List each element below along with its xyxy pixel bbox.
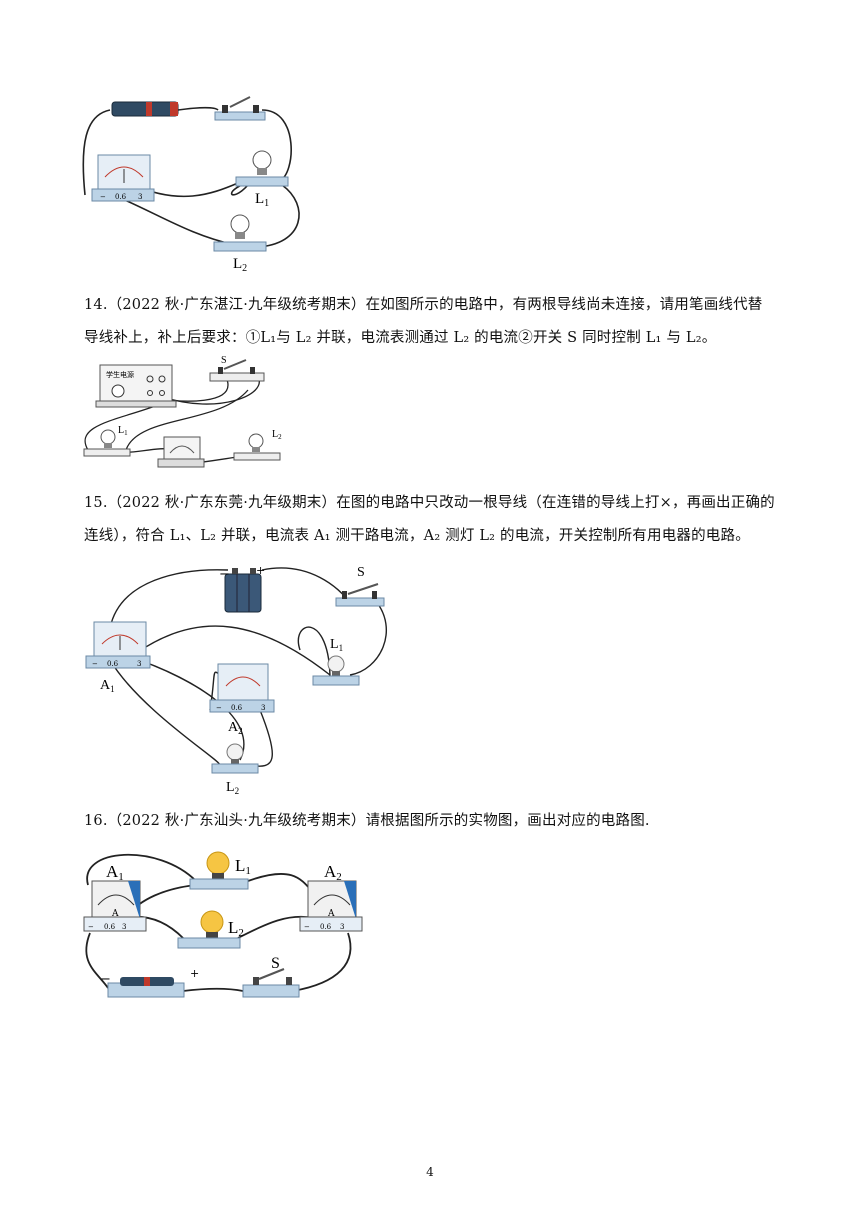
- a2-tick-high: 3: [261, 704, 265, 712]
- a1-tick-mid: 0.6: [107, 660, 119, 668]
- label-l2: L2: [226, 780, 239, 795]
- page-number: 4: [426, 1165, 434, 1179]
- label-a1: A1: [106, 862, 124, 883]
- ammeter-tick-mid: 0.6: [115, 193, 127, 201]
- switch-label: S: [357, 565, 365, 580]
- power-supply-label: 学生电源: [106, 370, 134, 379]
- ammeter-icon: [157, 436, 205, 468]
- battery-plus-label: +: [190, 967, 199, 980]
- label-a2: A2: [324, 862, 342, 883]
- battery-plus-label: +: [256, 564, 265, 577]
- a2-tick-minus: −: [216, 704, 222, 712]
- battery-minus-label: −: [100, 972, 111, 987]
- ammeter-a2-icon: [299, 880, 363, 932]
- switch-icon: [242, 967, 300, 998]
- figure-16-circuit: A − 0.6 3 A1 A − 0.6 3 A2 L1 L2 − + S: [83, 851, 363, 998]
- a2-tick-mid: 0.6: [231, 704, 243, 712]
- ammeter-a1-icon: [83, 880, 147, 932]
- ammeter-tick-minus: −: [100, 193, 106, 201]
- bulb-l1-icon: [312, 655, 360, 686]
- figure-14-circuit: 学生电源 S L1 L2: [83, 355, 282, 468]
- bulb-l2-icon: [213, 214, 267, 252]
- label-l2: L2: [233, 256, 247, 274]
- ammeter-a2-icon: [209, 663, 275, 713]
- bulb-l2-icon: [177, 910, 241, 949]
- switch-label: S: [271, 955, 280, 972]
- switch-icon: [214, 96, 266, 121]
- battery-pack-icon: [224, 568, 262, 613]
- switch-icon: [209, 359, 265, 382]
- power-supply-icon: [95, 364, 177, 408]
- label-l2: L2: [228, 918, 244, 939]
- label-l1: L1: [330, 637, 343, 653]
- battery-minus-label: −: [219, 567, 230, 582]
- battery-icon: [107, 977, 185, 998]
- question-14-line1: 14.（2022 秋·广东湛江·九年级统考期末）在如图所示的电路中，有两根导线尚…: [84, 297, 763, 313]
- question-14: 14.（2022 秋·广东湛江·九年级统考期末）在如图所示的电路中，有两根导线尚…: [84, 289, 784, 355]
- label-l1: L1: [255, 191, 269, 209]
- a1-tick-minus: −: [88, 923, 94, 931]
- ammeter-tick-high: 3: [138, 193, 142, 201]
- figure-13-circuit: − 0.6 3 L1 L2: [82, 96, 300, 274]
- label-l1: L1: [118, 425, 128, 437]
- a1-tick-high: 3: [137, 660, 141, 668]
- bulb-l1-icon: [83, 429, 131, 457]
- a2-tick-minus: −: [304, 923, 310, 931]
- a2-tick-high: 3: [340, 923, 344, 931]
- ammeter-icon: [91, 154, 155, 202]
- question-14-line2: 导线补上，补上后要求：①L₁与 L₂ 并联，电流表测通过 L₂ 的电流②开关 S…: [84, 330, 717, 346]
- a1-tick-minus: −: [92, 660, 98, 668]
- bulb-l2-icon: [233, 433, 281, 461]
- a1-tick-mid: 0.6: [104, 923, 116, 931]
- label-l2: L2: [272, 429, 282, 441]
- bulb-l1-icon: [235, 150, 289, 187]
- figure-15-circuit: − + S − 0.6 3 A1 − 0.6 3 A2 L1 L2: [85, 564, 387, 795]
- switch-label: S: [221, 355, 227, 366]
- bulb-l1-icon: [189, 851, 249, 890]
- question-15-line1: 15.（2022 秋·广东东莞·九年级期末）在图的电路中只改动一根导线（在连错的…: [84, 495, 775, 511]
- battery-icon: [111, 101, 179, 117]
- question-15-line2: 连线），符合 L₁、L₂ 并联，电流表 A₁ 测干路电流，A₂ 测灯 L₂ 的电…: [84, 528, 750, 544]
- switch-icon: [335, 583, 385, 607]
- label-a1: A1: [100, 678, 115, 694]
- ammeter-a1-icon: [85, 621, 151, 669]
- label-a2: A2: [228, 720, 243, 736]
- a1-meter-letter: A: [111, 909, 119, 919]
- a2-tick-mid: 0.6: [320, 923, 332, 931]
- a2-meter-letter: A: [327, 909, 335, 919]
- a1-tick-high: 3: [122, 923, 126, 931]
- label-l1: L1: [235, 856, 251, 877]
- question-16: 16.（2022 秋·广东汕头·九年级统考期末）请根据图所示的实物图，画出对应的…: [84, 805, 784, 838]
- bulb-l2-icon: [211, 743, 259, 774]
- question-15: 15.（2022 秋·广东东莞·九年级期末）在图的电路中只改动一根导线（在连错的…: [84, 487, 784, 553]
- question-16-line1: 16.（2022 秋·广东汕头·九年级统考期末）请根据图所示的实物图，画出对应的…: [84, 813, 650, 829]
